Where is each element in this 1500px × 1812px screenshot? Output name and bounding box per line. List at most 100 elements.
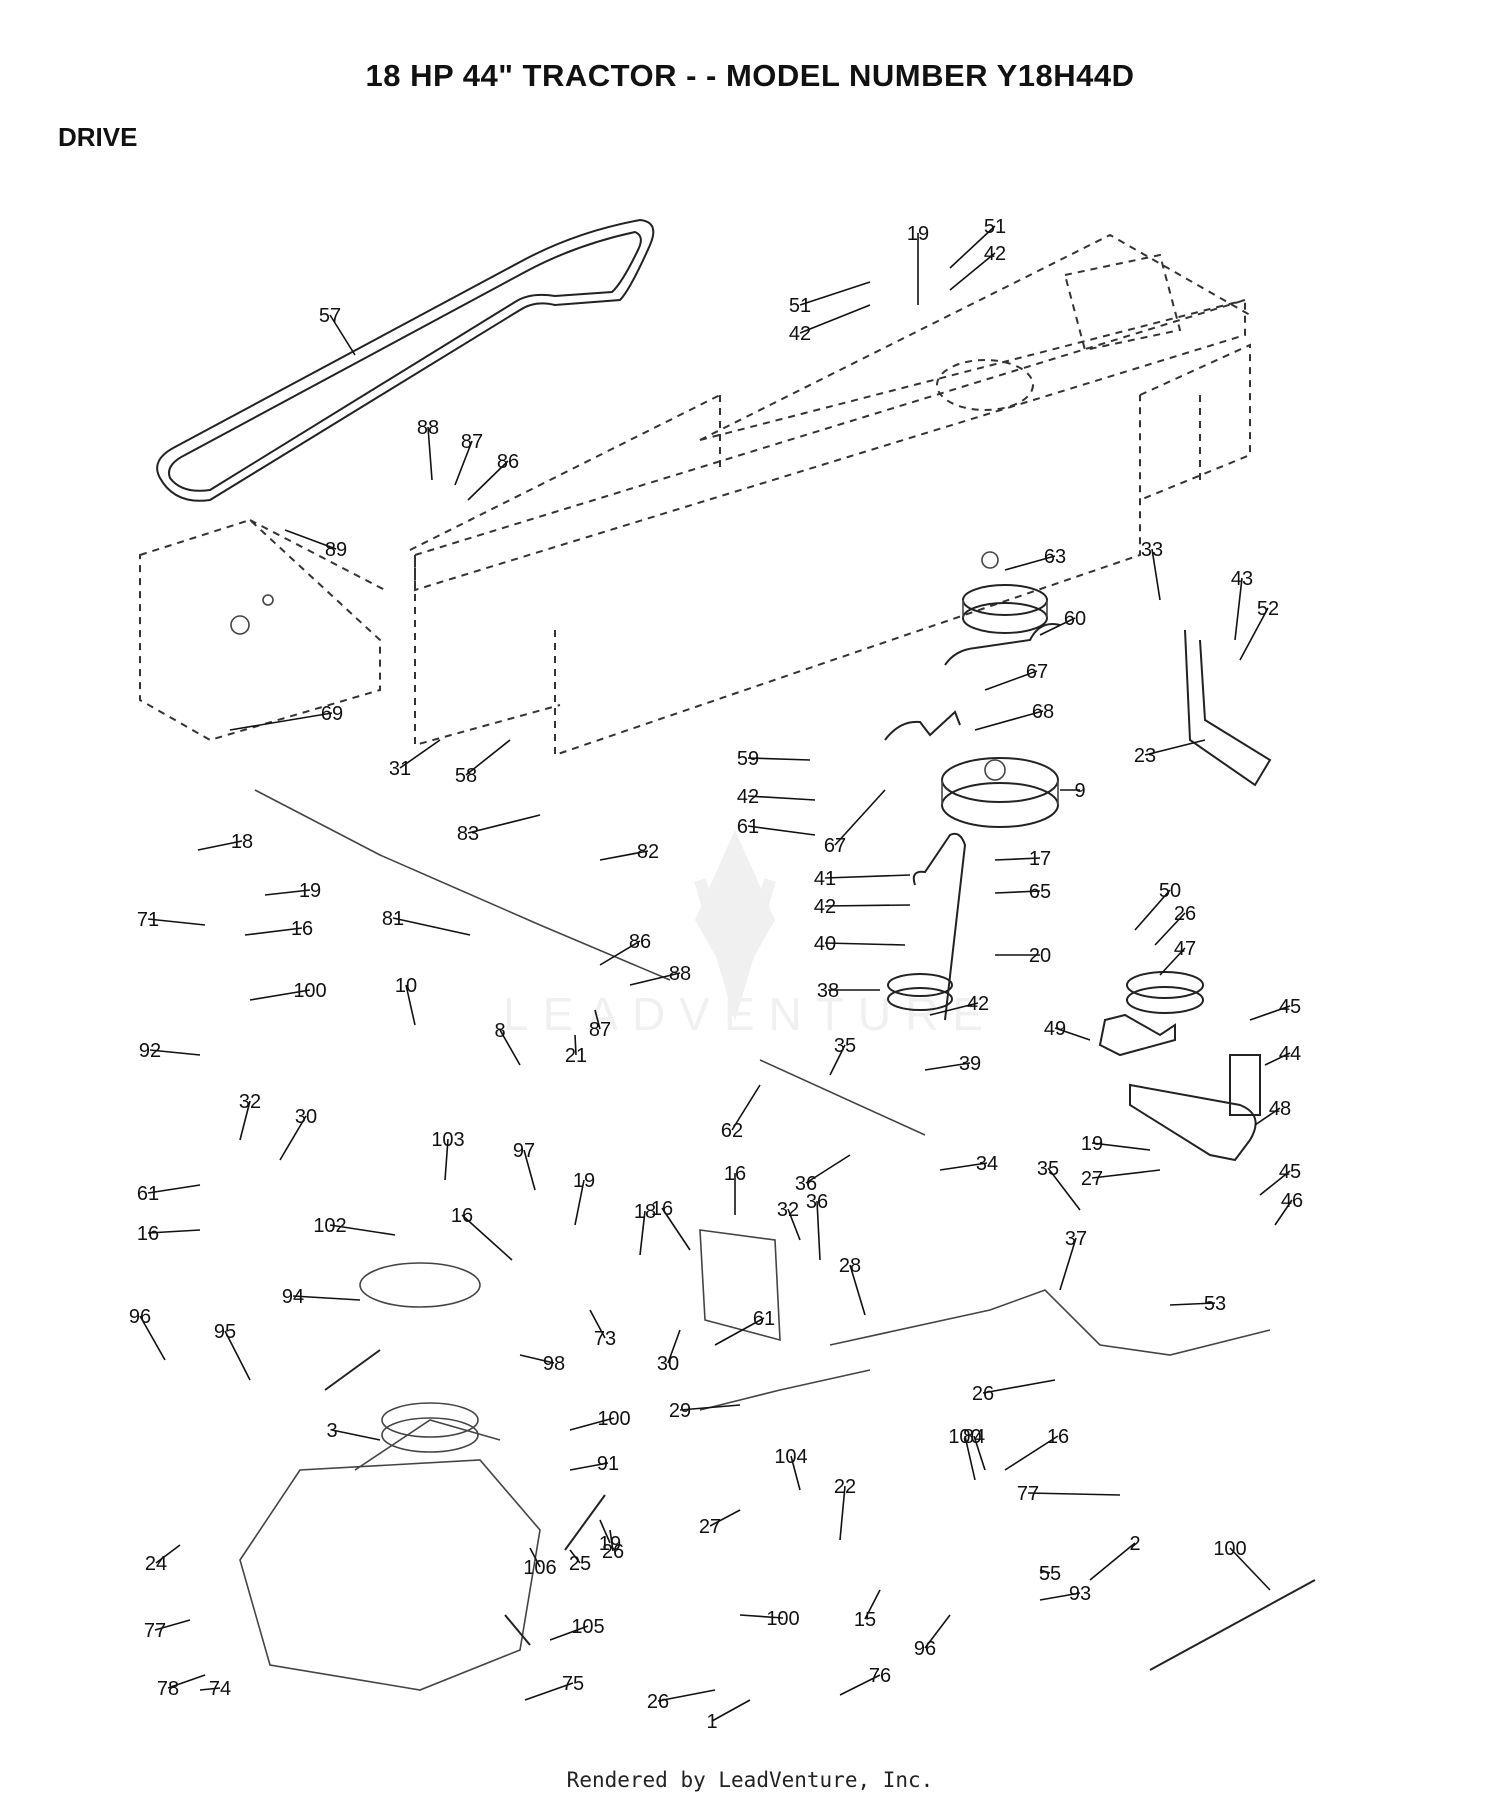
part-callout-77[interactable]: 77 [1017, 1483, 1039, 1505]
part-callout-24[interactable]: 24 [145, 1553, 167, 1575]
part-callout-103[interactable]: 103 [431, 1129, 464, 1151]
part-callout-45[interactable]: 45 [1279, 996, 1301, 1018]
part-callout-32[interactable]: 32 [777, 1199, 799, 1221]
part-callout-47[interactable]: 47 [1174, 938, 1196, 960]
part-callout-20[interactable]: 20 [1029, 945, 1051, 967]
part-callout-18[interactable]: 18 [231, 831, 253, 853]
part-callout-76[interactable]: 76 [869, 1665, 891, 1687]
part-callout-16[interactable]: 16 [451, 1205, 473, 1227]
part-callout-96[interactable]: 96 [914, 1638, 936, 1660]
part-callout-35[interactable]: 35 [834, 1035, 856, 1057]
part-callout-42[interactable]: 42 [737, 786, 759, 808]
part-callout-35[interactable]: 35 [1037, 1158, 1059, 1180]
part-callout-27[interactable]: 27 [1081, 1168, 1103, 1190]
part-callout-62[interactable]: 62 [721, 1120, 743, 1142]
part-callout-26[interactable]: 26 [1174, 903, 1196, 925]
part-callout-87[interactable]: 87 [589, 1019, 611, 1041]
part-callout-16[interactable]: 16 [137, 1223, 159, 1245]
part-callout-105[interactable]: 105 [571, 1616, 604, 1638]
part-callout-73[interactable]: 73 [594, 1328, 616, 1350]
part-callout-100[interactable]: 100 [948, 1426, 981, 1448]
part-callout-60[interactable]: 60 [1064, 608, 1086, 630]
part-callout-88[interactable]: 88 [669, 963, 691, 985]
part-callout-37[interactable]: 37 [1065, 1228, 1087, 1250]
part-callout-95[interactable]: 95 [214, 1321, 236, 1343]
part-callout-40[interactable]: 40 [814, 933, 836, 955]
part-callout-9[interactable]: 9 [1074, 780, 1085, 802]
part-callout-39[interactable]: 39 [959, 1053, 981, 1075]
part-callout-65[interactable]: 65 [1029, 881, 1051, 903]
part-callout-16[interactable]: 16 [651, 1198, 673, 1220]
part-callout-48[interactable]: 48 [1269, 1098, 1291, 1120]
part-callout-33[interactable]: 33 [1141, 539, 1163, 561]
part-callout-8[interactable]: 8 [494, 1020, 505, 1042]
part-callout-50[interactable]: 50 [1159, 880, 1181, 902]
part-callout-26[interactable]: 26 [647, 1691, 669, 1713]
part-callout-91[interactable]: 91 [597, 1453, 619, 1475]
part-callout-1[interactable]: 1 [706, 1711, 717, 1733]
part-callout-17[interactable]: 17 [1029, 848, 1051, 870]
part-callout-51[interactable]: 51 [984, 216, 1006, 238]
part-callout-3[interactable]: 3 [326, 1420, 337, 1442]
part-callout-58[interactable]: 58 [455, 765, 477, 787]
part-callout-63[interactable]: 63 [1044, 546, 1066, 568]
part-callout-18[interactable]: 18 [634, 1201, 656, 1223]
part-callout-61[interactable]: 61 [753, 1308, 775, 1330]
part-callout-41[interactable]: 41 [814, 868, 836, 890]
part-callout-100[interactable]: 100 [597, 1408, 630, 1430]
part-callout-68[interactable]: 68 [1032, 701, 1054, 723]
part-callout-2[interactable]: 2 [1129, 1533, 1140, 1555]
part-callout-96[interactable]: 96 [129, 1306, 151, 1328]
part-callout-92[interactable]: 92 [139, 1040, 161, 1062]
part-callout-21[interactable]: 21 [565, 1045, 587, 1067]
part-callout-38[interactable]: 38 [817, 980, 839, 1002]
part-callout-30[interactable]: 30 [657, 1353, 679, 1375]
part-callout-42[interactable]: 42 [984, 243, 1006, 265]
part-callout-81[interactable]: 81 [382, 908, 404, 930]
part-callout-10[interactable]: 10 [395, 975, 417, 997]
part-callout-67[interactable]: 67 [824, 835, 846, 857]
part-callout-100[interactable]: 100 [766, 1608, 799, 1630]
part-callout-51[interactable]: 51 [789, 295, 811, 317]
part-callout-83[interactable]: 83 [457, 823, 479, 845]
part-callout-26[interactable]: 26 [602, 1541, 624, 1563]
part-callout-43[interactable]: 43 [1231, 568, 1253, 590]
part-callout-44[interactable]: 44 [1279, 1043, 1301, 1065]
part-callout-49[interactable]: 49 [1044, 1018, 1066, 1040]
part-callout-86[interactable]: 86 [629, 931, 651, 953]
part-callout-78[interactable]: 78 [157, 1678, 179, 1700]
part-callout-19[interactable]: 19 [907, 223, 929, 245]
part-callout-61[interactable]: 61 [737, 816, 759, 838]
part-callout-102[interactable]: 102 [313, 1215, 346, 1237]
part-callout-100[interactable]: 100 [1213, 1538, 1246, 1560]
part-callout-22[interactable]: 22 [834, 1476, 856, 1498]
part-callout-71[interactable]: 71 [137, 909, 159, 931]
part-callout-59[interactable]: 59 [737, 748, 759, 770]
part-callout-93[interactable]: 93 [1069, 1583, 1091, 1605]
part-callout-94[interactable]: 94 [282, 1286, 304, 1308]
part-callout-88[interactable]: 88 [417, 417, 439, 439]
part-callout-23[interactable]: 23 [1134, 745, 1156, 767]
part-callout-87[interactable]: 87 [461, 431, 483, 453]
part-callout-34[interactable]: 34 [976, 1153, 998, 1175]
part-callout-82[interactable]: 82 [637, 841, 659, 863]
part-callout-67[interactable]: 67 [1026, 661, 1048, 683]
part-callout-74[interactable]: 74 [209, 1678, 231, 1700]
part-callout-61[interactable]: 61 [137, 1183, 159, 1205]
part-callout-19[interactable]: 19 [1081, 1133, 1103, 1155]
part-callout-19[interactable]: 19 [573, 1170, 595, 1192]
part-callout-16[interactable]: 16 [291, 918, 313, 940]
part-callout-42[interactable]: 42 [789, 323, 811, 345]
part-callout-52[interactable]: 52 [1257, 598, 1279, 620]
part-callout-42[interactable]: 42 [967, 993, 989, 1015]
part-callout-69[interactable]: 69 [321, 703, 343, 725]
part-callout-16[interactable]: 16 [724, 1163, 746, 1185]
part-callout-89[interactable]: 89 [325, 539, 347, 561]
part-callout-42[interactable]: 42 [814, 896, 836, 918]
part-callout-19[interactable]: 19 [599, 1533, 621, 1555]
part-callout-55[interactable]: 55 [1039, 1563, 1061, 1585]
part-callout-46[interactable]: 46 [1281, 1190, 1303, 1212]
part-callout-29[interactable]: 29 [669, 1400, 691, 1422]
part-callout-26[interactable]: 26 [972, 1383, 994, 1405]
part-callout-106[interactable]: 106 [523, 1557, 556, 1579]
